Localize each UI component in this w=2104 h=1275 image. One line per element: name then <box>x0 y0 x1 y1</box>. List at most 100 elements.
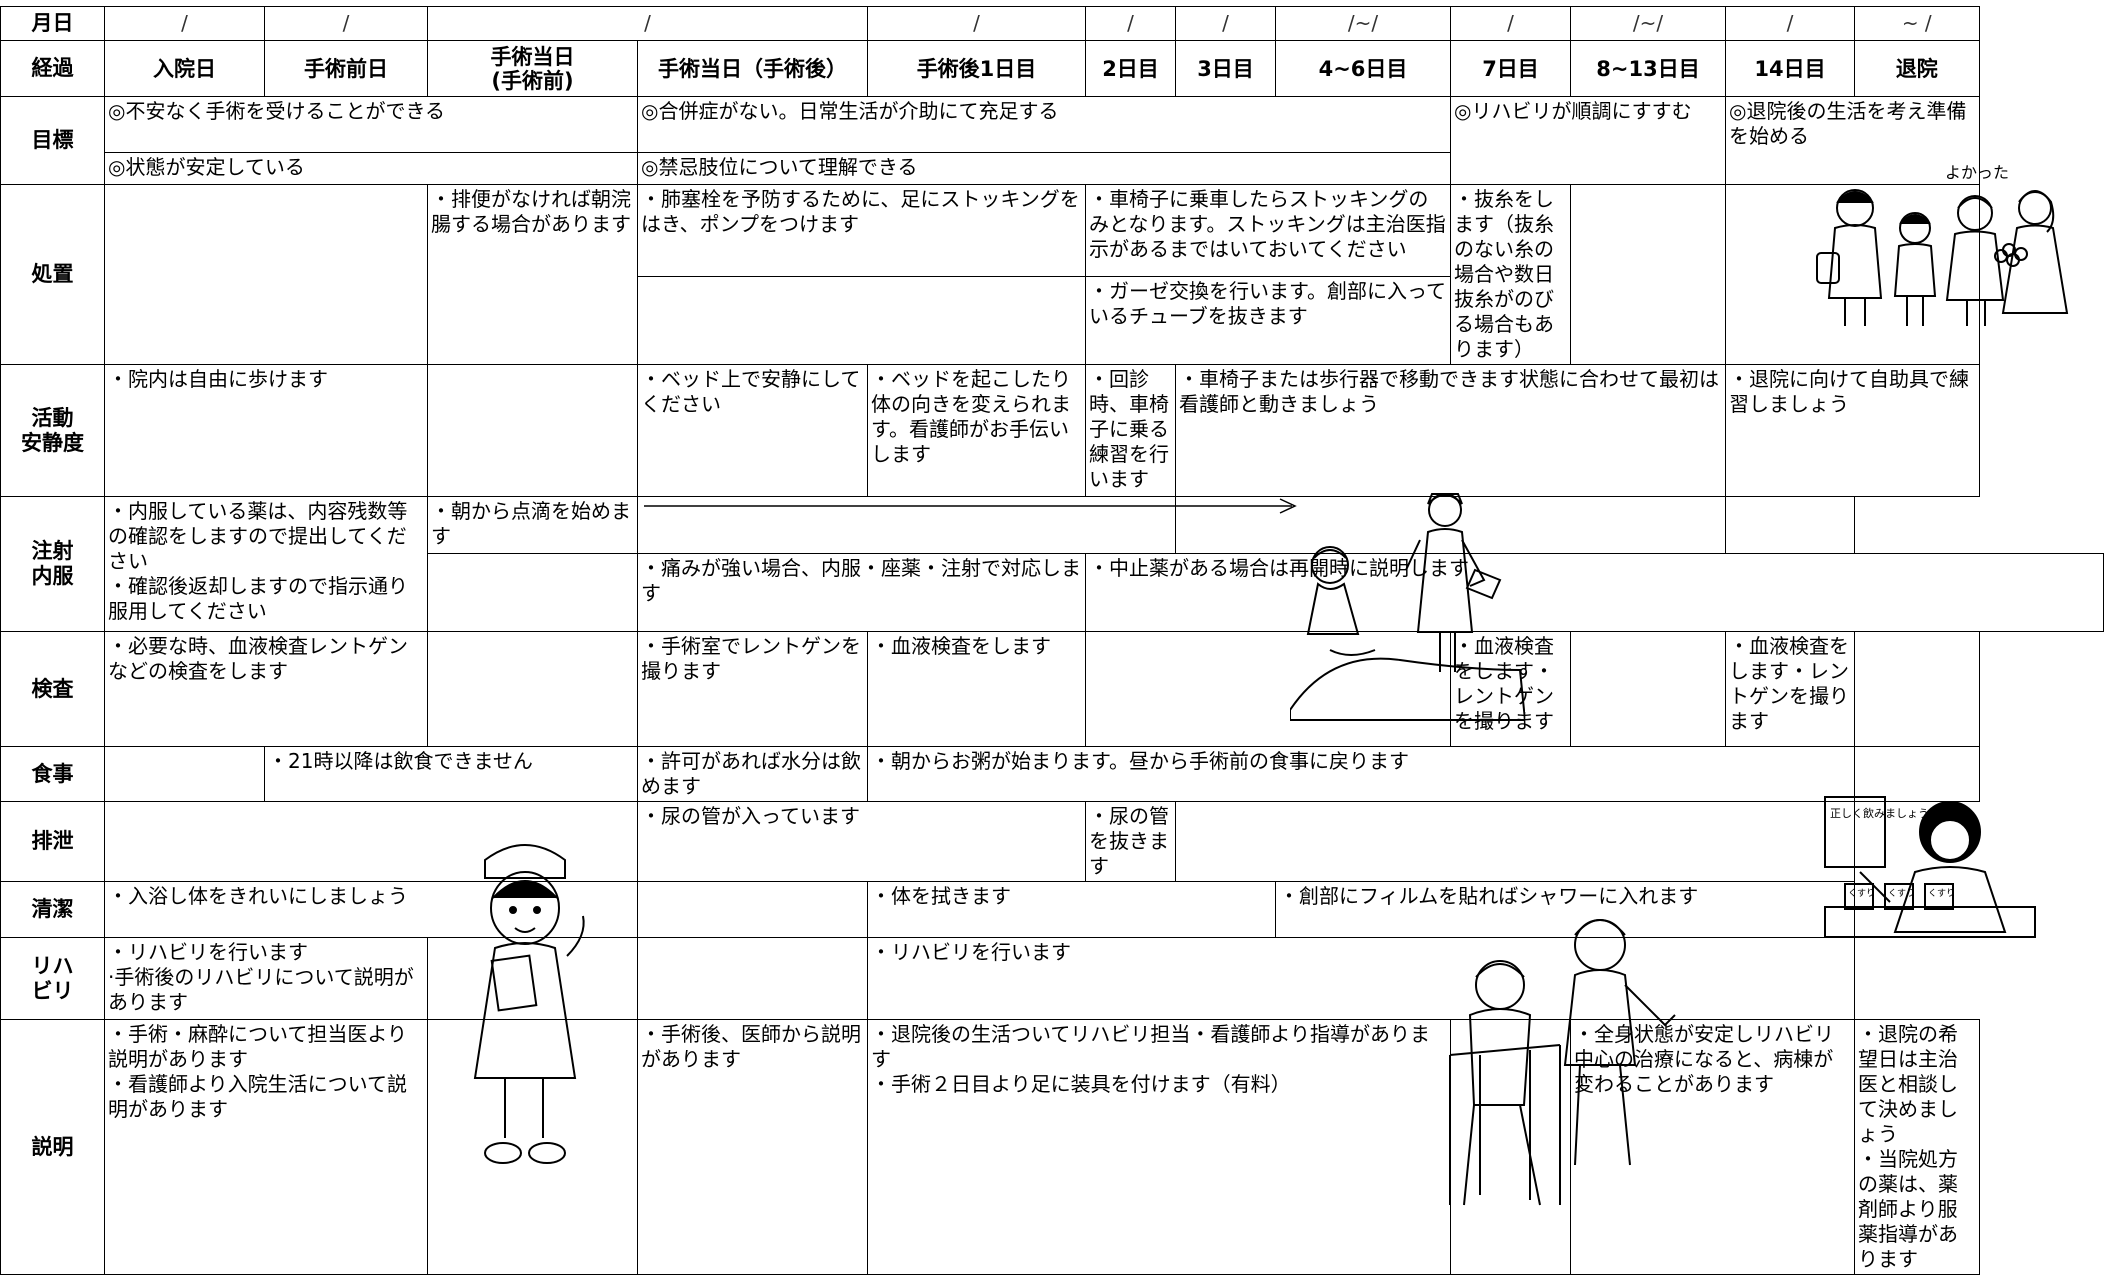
excretion-row: 排泄 ・尿の管が入っています ・尿の管を抜きます <box>0 801 2104 882</box>
treatment-cell: ・排便がなければ朝浣腸する場合があります <box>427 184 638 365</box>
date-cell: / <box>1450 6 1571 41</box>
explanation-cell: ・手術後、医師から説明があります <box>637 1019 868 1275</box>
row-header-treatment: 処置 <box>0 184 105 365</box>
row-header-goal: 目標 <box>0 96 105 185</box>
medicine-box-label: くすり <box>1888 888 1915 899</box>
treatment-subrow: ・ガーゼ交換を行います。創部に入っているチューブを抜きます <box>1 276 2104 365</box>
treatment-cell: ・抜糸をします（抜糸のない糸の場合や数日抜糸がのびる場合もあります） <box>1450 184 1571 365</box>
goal-cell: ◎不安なく手術を受けることができる <box>104 96 638 153</box>
date-cell: / <box>1725 6 1855 41</box>
column-header: 退院 <box>1854 40 1980 97</box>
hygiene-cell: ・創部にフィルムを貼ればシャワーに入れます <box>1275 881 1855 938</box>
patient-nurse-illustration <box>1290 480 1525 725</box>
hygiene-row: 清潔 ・入浴し体をきれいにしましょう ・体を拭きます ・創部にフィルムを貼ればシ… <box>0 881 2104 938</box>
hygiene-cell: ・体を拭きます <box>867 881 1276 938</box>
rehab-walker-illustration <box>1410 905 1690 1225</box>
rehab-note: ・リハビリを行います <box>108 940 308 964</box>
date-cell: / <box>104 6 265 41</box>
column-header: 14日目 <box>1725 40 1855 97</box>
date-cell: /~/ <box>1275 6 1451 41</box>
activity-cell: ・車椅子または歩行器で移動できます状態に合わせて最初は看護師と動きましょう <box>1175 364 1726 497</box>
column-header: 2日目 <box>1085 40 1176 97</box>
exam-cell: ・必要な時、血液検査レントゲンなどの検査をします <box>104 631 428 747</box>
meal-cell: ・21時以降は飲食できません <box>264 746 638 802</box>
goal-cell: ◎禁忌肢位について理解できる <box>637 152 1451 185</box>
column-header: 手術前日 <box>264 40 428 97</box>
row-header-medicine: 注射 内服 <box>0 496 105 632</box>
goal-cell: ◎合併症がない。日常生活が介助にて充足する <box>637 96 1451 153</box>
explanation-row: 説明 ・手術・麻酔について担当医より説明があります ・看護師より入院生活について… <box>0 1019 2104 1275</box>
activity-row: 活動 安静度 ・院内は自由に歩けます ・ベッド上で安静にしてください ・ベッドを… <box>0 364 2104 497</box>
activity-cell: ・院内は自由に歩けます <box>104 364 428 497</box>
activity-cell: ・退院に向けて自助具で練習しましょう <box>1725 364 1980 497</box>
date-cell: /~/ <box>1570 6 1726 41</box>
date-row: 月日 / / / / / / /~/ / /~/ / ~ / <box>0 6 2104 41</box>
explanation-cell: ・手術・麻酔について担当医より説明があります ・看護師より入院生活について説明が… <box>104 1019 428 1275</box>
empty-cell <box>104 746 265 802</box>
treatment-row: 処置 ・排便がなければ朝浣腸する場合があります ・肺塞栓を予防するために、足にス… <box>0 183 2104 365</box>
explanation-cell: ・全身状態が安定しリハビリ中心の治療になると、病棟が変わることがあります <box>1570 1019 1855 1275</box>
explanation-note: ・退院後の生活ついてリハビリ担当・看護師より指導があります <box>871 1022 1430 1071</box>
empty-cell <box>637 881 868 938</box>
row-header-rehab: リハ ビリ <box>0 937 105 1020</box>
illustration-cell <box>1725 184 1980 365</box>
exam-row: 検査 ・必要な時、血液検査レントゲンなどの検査をします ・手術室でレントゲンを撮… <box>0 631 2104 747</box>
activity-cell: ・回診時、車椅子に乗る練習を行います <box>1085 364 1176 497</box>
empty-cell <box>427 364 638 497</box>
treatment-cell: ・車椅子に乗車したらストッキングのみとなります。ストッキングは主治医指示があるま… <box>1085 183 1451 278</box>
iv-continue-arrow <box>644 498 1297 514</box>
date-cell: / <box>427 6 868 41</box>
column-header: 7日目 <box>1450 40 1571 97</box>
date-cell: / <box>867 6 1086 41</box>
row-header-exam: 検査 <box>0 631 105 747</box>
empty-cell <box>427 631 638 747</box>
activity-cell: ・ベッド上で安静にしてください <box>637 364 868 497</box>
explanation-note: ・手術・麻酔について担当医より説明があります <box>108 1022 407 1071</box>
happy-caption: よかった <box>1945 163 2009 182</box>
column-header: 8~13日目 <box>1570 40 1726 97</box>
excretion-cell: ・尿の管を抜きます <box>1085 801 1176 882</box>
medicine-poster-text: 正しく飲みましょう <box>1830 806 1929 820</box>
date-cell: / <box>1175 6 1276 41</box>
explanation-note: ・退院の希望日は主治医と相談して決めましょう <box>1858 1022 1958 1146</box>
row-header-excretion: 排泄 <box>0 801 105 882</box>
medicine-note: ・確認後返却しますので指示通り服用してください <box>108 574 408 623</box>
goal-cell: ◎状態が安定している <box>104 152 638 185</box>
empty-cell <box>427 553 638 632</box>
meal-row: 食事 ・21時以降は飲食できません ・許可があれば水分は飲めます ・朝からお粥が… <box>0 746 2104 802</box>
goal-row: 目標 ◎不安なく手術を受けることができる ◎合併症がない。日常生活が介助にて充足… <box>0 96 2104 185</box>
column-header: 手術当日 (手術前) <box>427 40 638 97</box>
exam-cell: ・血液検査をします <box>867 631 1086 747</box>
explanation-cell: ・退院後の生活ついてリハビリ担当・看護師より指導があります ・手術２日目より足に… <box>867 1019 1451 1275</box>
medicine-cell: ・朝から点滴を始めます <box>427 496 638 554</box>
rehab-row: リハ ビリ ・リハビリを行います ·手術後のリハビリについて説明があります ・リ… <box>0 937 2104 1020</box>
empty-cell <box>1175 801 1855 882</box>
empty-cell <box>1854 631 1980 747</box>
medicine-subrow: ・痛みが強い場合、内服・座薬・注射で対応します ・中止薬がある場合は再開時に説明… <box>1 553 2104 632</box>
row-header-meal: 食事 <box>0 746 105 802</box>
empty-cell <box>1570 631 1726 747</box>
explanation-note: ・手術２日目より足に装具を付けます（有料） <box>871 1072 1291 1096</box>
empty-cell <box>637 937 868 1020</box>
meal-cell: ・朝からお粥が始まります。昼から手術前の食事に戻ります <box>867 746 1855 802</box>
row-header-activity: 活動 安静度 <box>0 364 105 497</box>
date-cell: ~ / <box>1854 6 1980 41</box>
clinical-pathway-table: 月日 / / / / / / /~/ / /~/ / ~ / 経過 入院日 手術… <box>0 6 2104 1275</box>
exam-cell: ・手術室でレントゲンを撮ります <box>637 631 868 747</box>
excretion-cell: ・尿の管が入っています <box>637 801 1086 882</box>
empty-cell <box>1085 631 1451 747</box>
medicine-note: ・内服している薬は、内容残数等の確認をしますので提出してください <box>108 499 408 573</box>
explanation-cell: ・退院の希望日は主治医と相談して決めましょう ・当院処方の薬は、薬剤師より服薬指… <box>1854 1019 1980 1275</box>
treatment-cell: ・肺塞栓を予防するために、足にストッキングをはき、ポンプをつけます <box>637 183 1086 278</box>
row-header-date: 月日 <box>0 6 105 41</box>
column-header: 4~6日目 <box>1275 40 1451 97</box>
treatment-cell: ・ガーゼ交換を行います。創部に入っているチューブを抜きます <box>1085 276 1451 365</box>
row-header-explanation: 説明 <box>0 1019 105 1275</box>
exam-cell: ・血液検査をします・レントゲンを撮ります <box>1450 631 1571 747</box>
row-header-hygiene: 清潔 <box>0 881 105 938</box>
exam-cell: ・血液検査をします・レントゲンを撮ります <box>1725 631 1855 747</box>
happy-family-illustration: よかった <box>1795 158 2095 338</box>
empty-cell <box>1570 184 1726 365</box>
column-header: 手術当日（手術後） <box>637 40 868 97</box>
date-cell: / <box>264 6 428 41</box>
